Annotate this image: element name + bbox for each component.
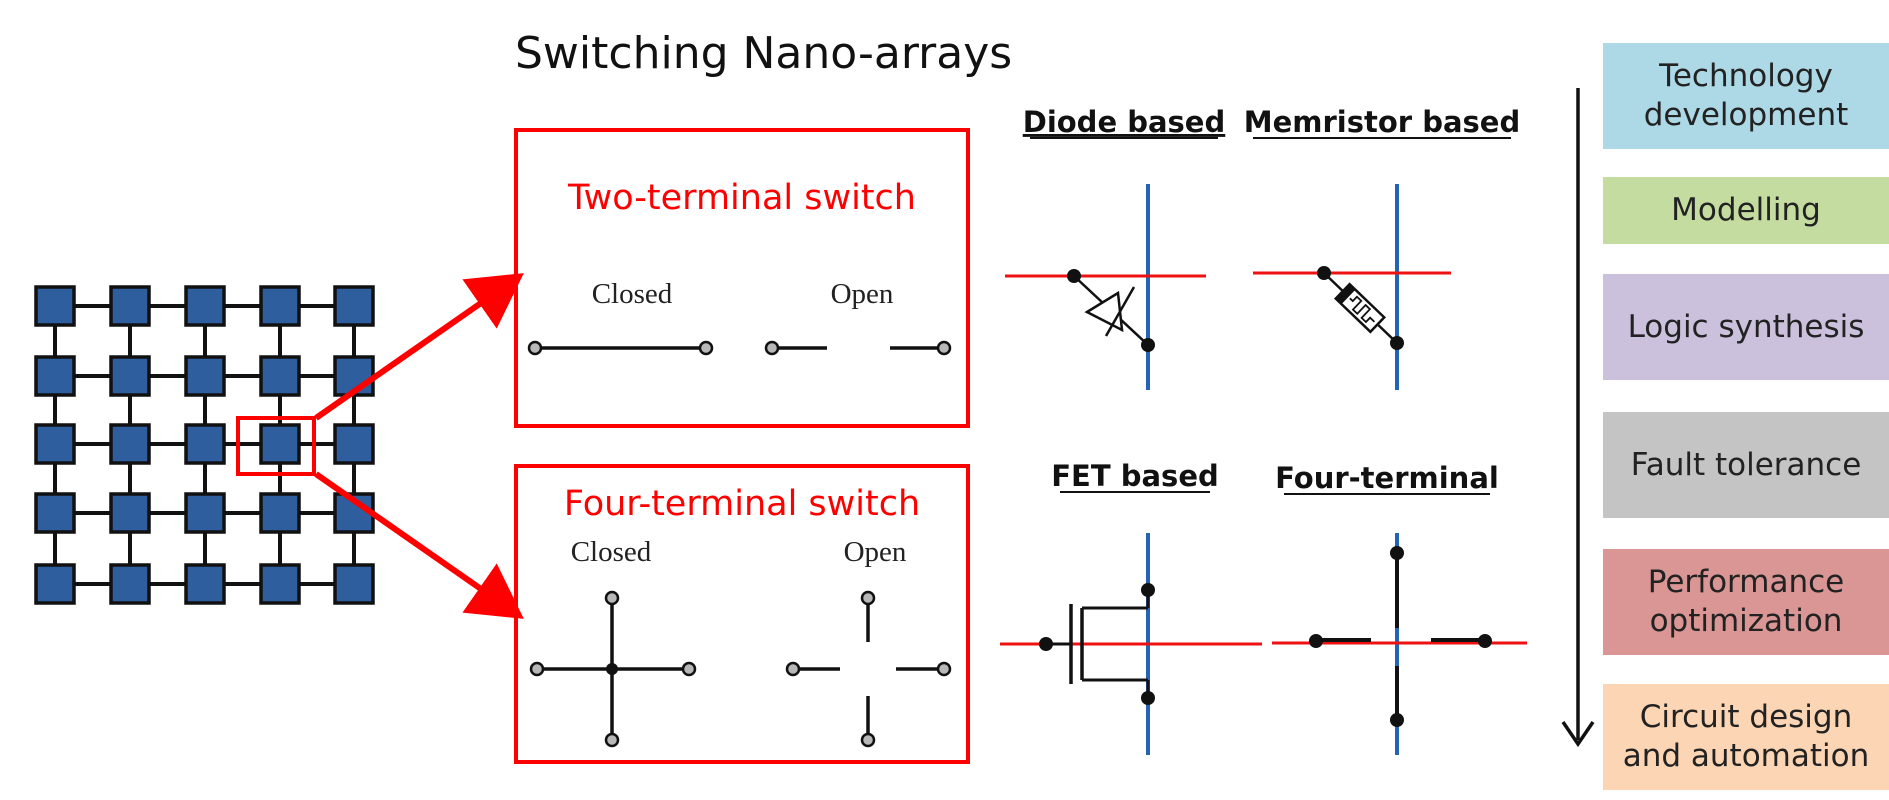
fet-crosspoint (1000, 533, 1262, 755)
memristor-icon (1333, 282, 1387, 334)
stage-logic-synthesis: Logic synthesis (1603, 274, 1889, 380)
grid-switch-node (184, 285, 226, 327)
grid-switch-node (184, 355, 226, 397)
grid-switch-node (34, 492, 76, 534)
grid-switch-node (259, 563, 301, 605)
four-terminal-open-label: Open (844, 536, 907, 568)
grid-switch-node (184, 423, 226, 465)
four-terminal-closed-label: Closed (571, 536, 652, 568)
transistor-icon (1039, 583, 1155, 705)
grid-switch-node (34, 285, 76, 327)
grid-switch-node (109, 423, 151, 465)
grid-switch-node (259, 492, 301, 534)
grid-switch-node (109, 355, 151, 397)
grid-switch-node (333, 563, 375, 605)
two-terminal-closed-symbol (527, 340, 714, 356)
grid-switch-node (259, 285, 301, 327)
grid-switch-node (184, 563, 226, 605)
grid-switch-node (333, 285, 375, 327)
memristor-based-label: Memristor based (1244, 105, 1520, 139)
grid-switch-node (184, 492, 226, 534)
fet-based-label: FET based (1051, 459, 1219, 493)
stage-performance-optimization: Performance optimization (1603, 549, 1889, 655)
two-terminal-heading: Two-terminal switch (567, 178, 916, 218)
memristor-crosspoint (1253, 184, 1451, 390)
grid-switch-node (34, 423, 76, 465)
stage-fault-tolerance: Fault tolerance (1603, 412, 1889, 518)
grid-switch-node (34, 563, 76, 605)
stage-technology-development: Technology development (1603, 43, 1889, 149)
grid-switch-node (109, 563, 151, 605)
four-terminal-closed-symbol (529, 590, 697, 748)
grid-switch-node (109, 492, 151, 534)
four-terminal-open-symbol (785, 590, 952, 748)
diode-crosspoint (1005, 184, 1206, 390)
two-terminal-switch-panel: Two-terminal switch Closed Open (514, 128, 970, 428)
diagram-title: Switching Nano-arrays (515, 28, 1012, 79)
zoom-arrow-lower (314, 471, 524, 619)
diode-based-label: Diode based (1023, 105, 1225, 139)
stage-modelling: Modelling (1603, 177, 1889, 244)
four-terminal-heading: Four-terminal switch (564, 484, 920, 524)
two-terminal-open-symbol (764, 340, 952, 356)
grid-switch-node (34, 355, 76, 397)
four-terminal-frame (514, 464, 970, 764)
selected-cell-highlight (236, 416, 316, 476)
flow-down-arrow (1561, 88, 1595, 748)
stage-circuit-design-automation: Circuit design and automation (1603, 684, 1889, 790)
two-terminal-frame (514, 128, 970, 428)
four-terminal-switch-panel: Four-terminal switch Closed Open (514, 464, 970, 764)
four-terminal-crosspoint (1272, 533, 1527, 755)
grid-switch-node (333, 423, 375, 465)
nano-array-grid (34, 285, 375, 605)
grid-switch-node (259, 423, 301, 465)
grid-switch-node (259, 355, 301, 397)
two-terminal-open-label: Open (831, 278, 894, 310)
diode-icon (1084, 290, 1124, 333)
grid-switch-node (109, 285, 151, 327)
four-terminal-impl-label: Four-terminal (1275, 461, 1499, 495)
two-terminal-closed-label: Closed (592, 278, 673, 310)
zoom-arrow-upper (314, 273, 524, 421)
